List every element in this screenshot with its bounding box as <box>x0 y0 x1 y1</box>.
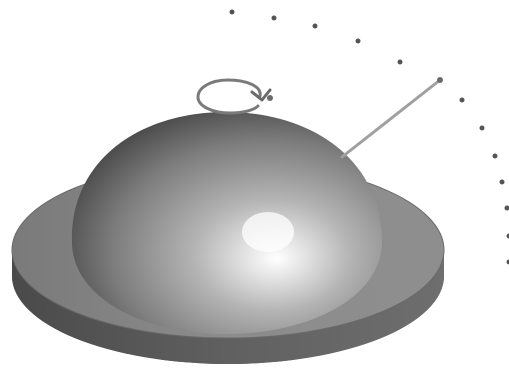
light-handle-knob[interactable] <box>437 77 443 83</box>
light-path-dot[interactable] <box>230 10 235 15</box>
light-handle-line <box>342 80 440 157</box>
dome-specular-highlight <box>242 212 294 252</box>
rotate-icon-dot <box>267 95 273 101</box>
dome-surface <box>72 112 382 334</box>
light-path-dot[interactable] <box>272 16 277 21</box>
light-path-dot[interactable] <box>460 98 465 103</box>
light-path-dot[interactable] <box>480 126 485 131</box>
light-path-dot[interactable] <box>313 24 318 29</box>
light-path-dot[interactable] <box>500 180 505 185</box>
light-path-dot[interactable] <box>398 60 403 65</box>
light-path-dot[interactable] <box>356 39 361 44</box>
dome[interactable] <box>72 112 382 334</box>
rotate-icon-arc <box>198 80 260 113</box>
light-path-dot[interactable] <box>505 206 509 211</box>
light-handle[interactable] <box>342 77 443 157</box>
rotate-icon[interactable] <box>198 80 273 113</box>
light-path-dot[interactable] <box>493 154 498 159</box>
